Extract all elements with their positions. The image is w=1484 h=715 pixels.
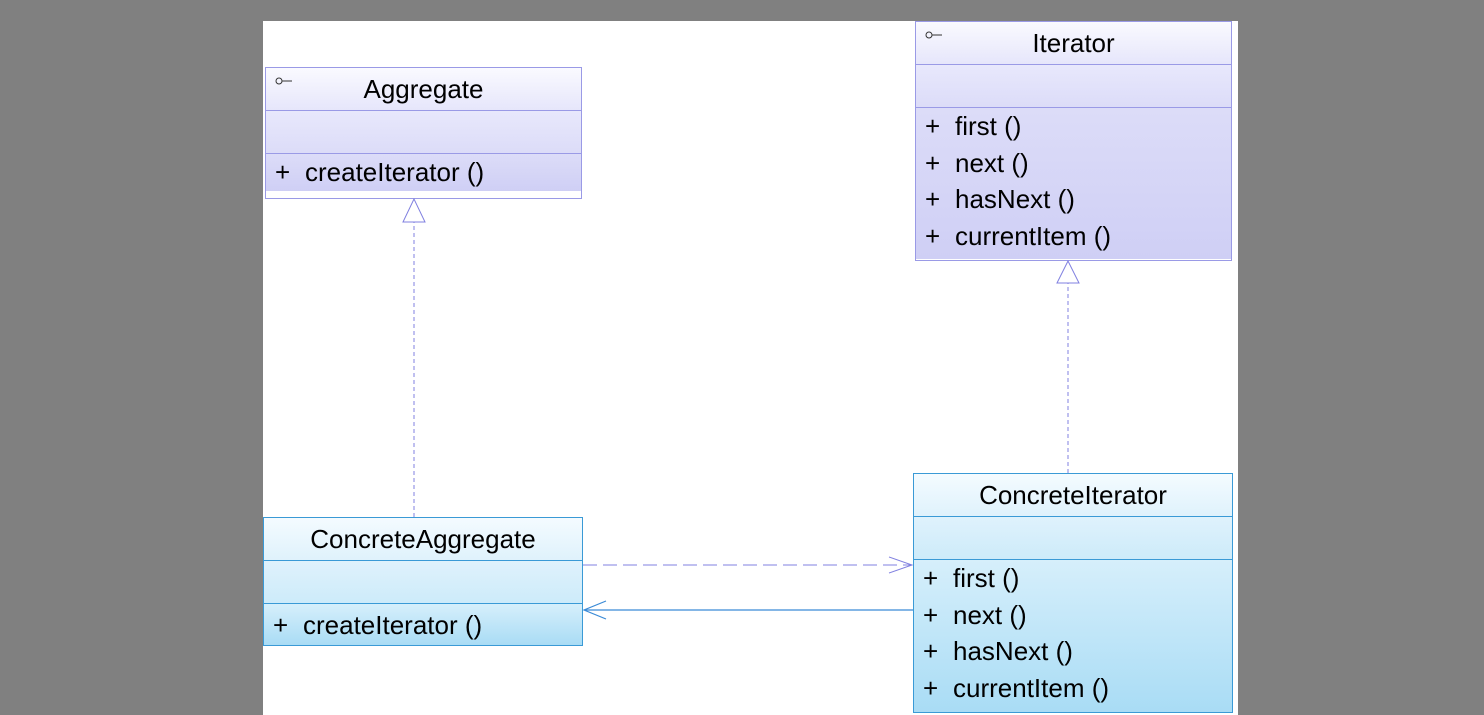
operation-label: first () <box>955 111 1022 141</box>
operation-label: next () <box>955 147 1029 178</box>
operation-row[interactable]: + hasNext () <box>925 181 1231 218</box>
operations-compartment: + first () + next () + hasNext () + currentI… <box>914 559 1232 712</box>
interface-lollipop-icon <box>925 31 942 39</box>
operation-label: next () <box>953 599 1027 630</box>
interface-lollipop-icon <box>275 77 292 85</box>
operation-row[interactable]: + currentItem () <box>923 670 1232 707</box>
class-name: ConcreteIterator <box>979 480 1167 510</box>
operation-row[interactable]: + next () <box>923 597 1232 634</box>
operation-row[interactable]: + first () <box>923 560 1232 597</box>
class-iterator[interactable]: Iterator + first () + next () + hasNext () … <box>915 21 1232 261</box>
attributes-compartment <box>916 64 1231 107</box>
visibility-marker: + <box>273 610 289 640</box>
class-name: Aggregate <box>363 74 484 104</box>
visibility-marker: + <box>923 563 939 593</box>
operations-compartment: + createIterator () <box>264 603 582 645</box>
operation-row[interactable]: + hasNext () <box>923 633 1232 670</box>
attributes-compartment <box>914 516 1232 559</box>
operation-label: currentItem () <box>955 220 1112 251</box>
operation-label: hasNext () <box>955 184 1075 214</box>
class-concrete-aggregate[interactable]: ConcreteAggregate + createIterator () <box>263 517 583 646</box>
visibility-marker: + <box>925 111 941 141</box>
visibility-marker: + <box>925 220 941 251</box>
visibility-marker: + <box>923 672 939 703</box>
operation-row[interactable]: + currentItem () <box>925 218 1231 255</box>
class-name-compartment: Aggregate <box>266 68 581 110</box>
visibility-marker: + <box>275 157 291 187</box>
attributes-compartment <box>264 560 582 603</box>
operation-label: createIterator () <box>305 157 485 187</box>
class-name-compartment: Iterator <box>916 22 1231 64</box>
operation-row[interactable]: + createIterator () <box>275 154 581 191</box>
operation-label: currentItem () <box>953 672 1110 703</box>
visibility-marker: + <box>923 599 939 630</box>
operation-label: hasNext () <box>953 636 1073 666</box>
attributes-compartment <box>266 110 581 153</box>
visibility-marker: + <box>925 184 941 214</box>
class-name: ConcreteAggregate <box>310 524 536 554</box>
operation-row[interactable]: + first () <box>925 108 1231 145</box>
visibility-marker: + <box>923 636 939 666</box>
class-name-compartment: ConcreteIterator <box>914 474 1232 516</box>
class-concrete-iterator[interactable]: ConcreteIterator + first () + next () + has… <box>913 473 1233 713</box>
operation-row[interactable]: + createIterator () <box>273 604 582 646</box>
operations-compartment: + createIterator () <box>266 153 581 191</box>
class-name: Iterator <box>1032 28 1115 58</box>
operations-compartment: + first () + next () + hasNext () + currentI… <box>916 107 1231 259</box>
operation-label: first () <box>953 563 1020 593</box>
class-name-compartment: ConcreteAggregate <box>264 518 582 560</box>
operation-row[interactable]: + next () <box>925 145 1231 182</box>
visibility-marker: + <box>925 147 941 178</box>
operation-label: createIterator () <box>303 610 483 640</box>
class-aggregate[interactable]: Aggregate + createIterator () <box>265 67 582 199</box>
